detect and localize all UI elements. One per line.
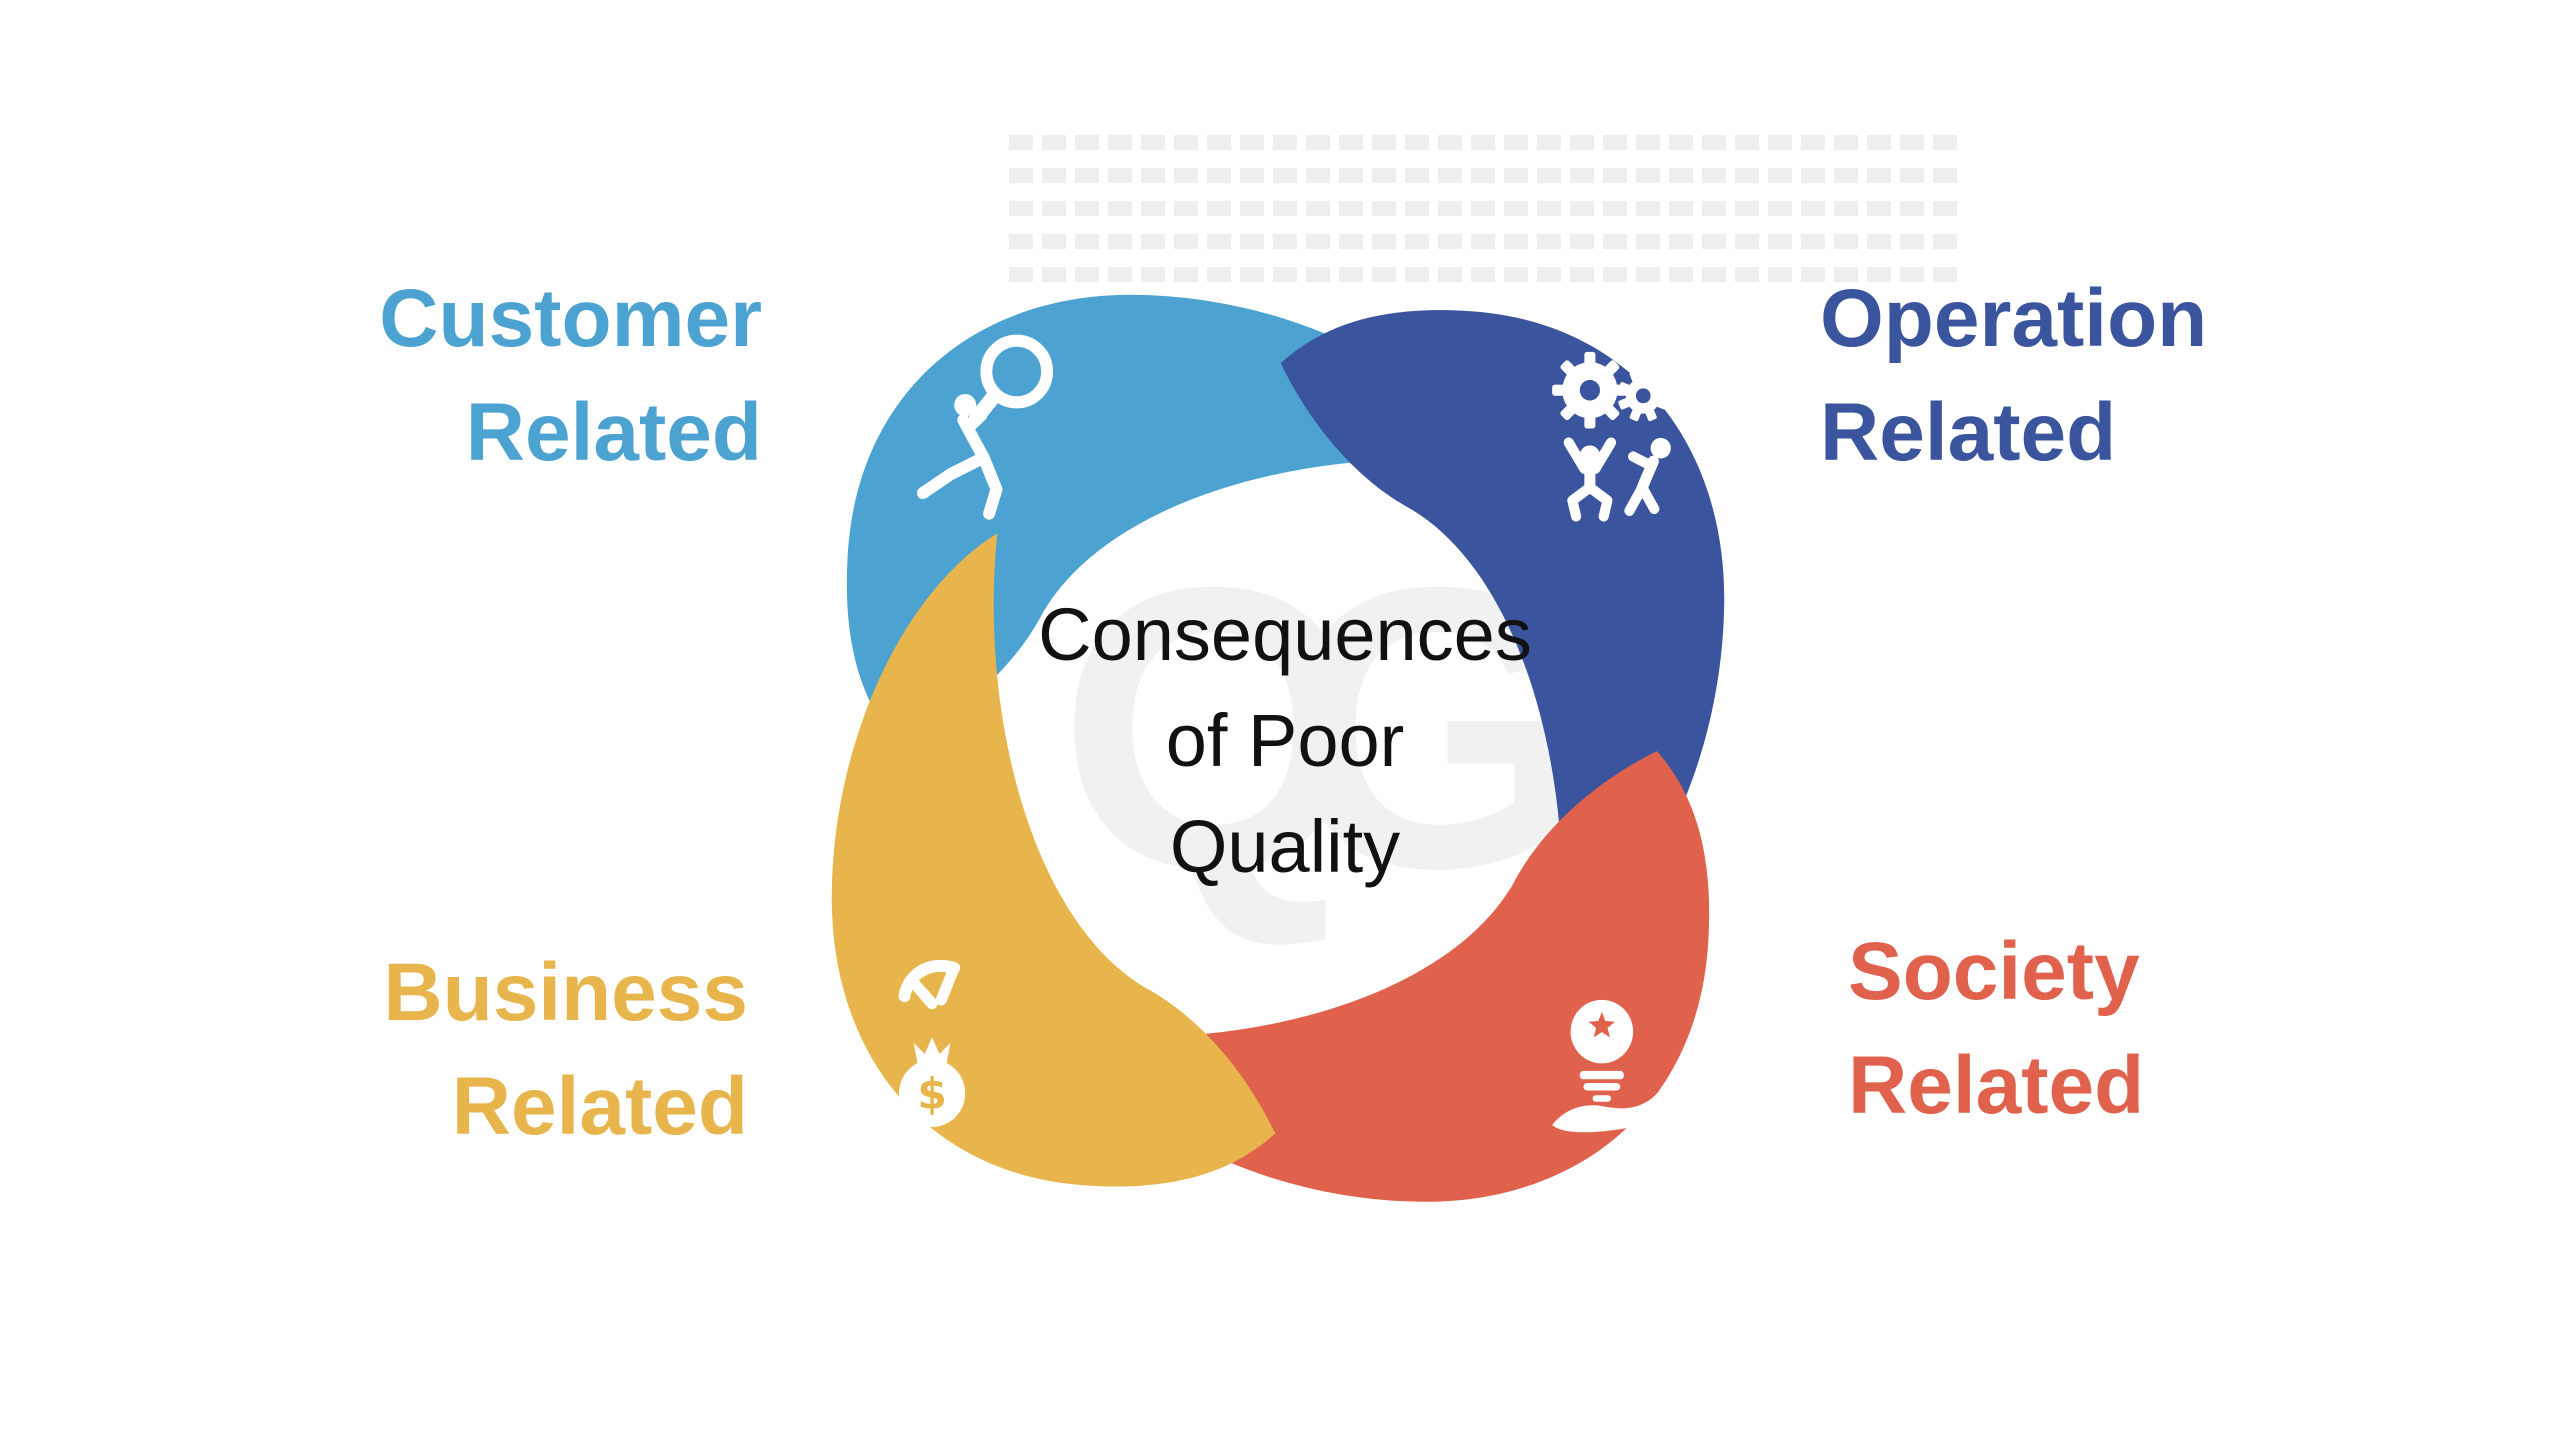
- kneeling-figure: [1563, 437, 1617, 522]
- title-line-2: of Poor: [1165, 699, 1405, 782]
- label-line: Related: [451, 1061, 748, 1152]
- label-line: Operation: [1820, 273, 2208, 364]
- label-society-related: Society Related: [1848, 915, 2144, 1143]
- gears-and-people-icon: [1552, 351, 1671, 522]
- dollar-sign: $: [917, 1069, 946, 1119]
- petal-business: [831, 533, 1276, 1187]
- title-line-3: Quality: [1169, 805, 1401, 888]
- redacted-text-watermark: [1000, 135, 1965, 297]
- small-gear: [1618, 370, 1669, 422]
- label-line: Related: [1848, 1040, 2145, 1131]
- hand-with-lightbulb-icon: [1552, 999, 1661, 1133]
- label-customer-related: Customer Related: [379, 262, 762, 490]
- star-in-bulb: [1588, 1011, 1615, 1038]
- title-line-1: Consequences: [1038, 593, 1532, 676]
- label-line: Customer: [379, 273, 762, 364]
- label-line: Related: [465, 387, 762, 478]
- hand-with-money-bag-icon: $: [898, 959, 966, 1127]
- pinwheel-diagram: $: [831, 294, 1725, 1202]
- person-with-magnifier-icon: [916, 334, 1054, 520]
- label-line: Related: [1820, 387, 2117, 478]
- large-gear: [1552, 351, 1628, 429]
- diagram-title: Consequences of Poor Quality: [935, 582, 1635, 900]
- label-line: Business: [383, 947, 748, 1038]
- label-operation-related: Operation Related: [1820, 262, 2207, 490]
- leaning-figure: [1624, 437, 1671, 516]
- label-line: Society: [1848, 926, 2140, 1017]
- label-business-related: Business Related: [383, 936, 748, 1164]
